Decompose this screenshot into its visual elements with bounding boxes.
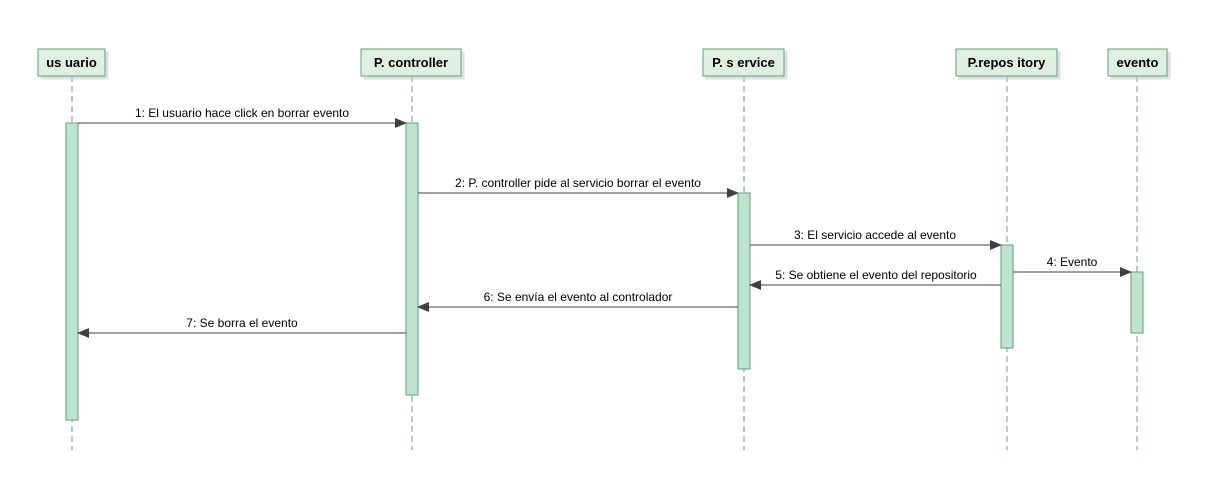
activation-repository <box>1000 244 1014 349</box>
participant-label: P. s ervice <box>712 55 775 70</box>
message-5: 5: Se obtiene el evento del repositorio <box>749 268 1001 290</box>
participant-label: P. controller <box>374 55 448 70</box>
message-label: 5: Se obtiene el evento del repositorio <box>775 268 977 282</box>
participant-repository: P.repos itory <box>955 48 1058 77</box>
message-2: 2: P. controller pide al servicio borrar… <box>418 176 739 198</box>
message-label: 2: P. controller pide al servicio borrar… <box>455 176 701 190</box>
activation-controller <box>405 122 419 396</box>
messages: 1: El usuario hace click en borrar event… <box>77 106 1132 338</box>
lifelines <box>71 76 1138 450</box>
participant-usuario: us uario <box>37 48 106 77</box>
activation-service <box>737 192 751 370</box>
message-6: 6: Se envía el evento al controlador <box>417 290 738 312</box>
message-4: 4: Evento <box>1013 255 1132 277</box>
participant-service: P. s ervice <box>702 48 785 77</box>
activation-usuario <box>65 122 79 421</box>
message-7: 7: Se borra el evento <box>77 316 406 338</box>
activation-evento <box>1130 271 1144 334</box>
participant-label: P.repos itory <box>968 55 1047 70</box>
message-label: 6: Se envía el evento al controlador <box>484 290 673 304</box>
message-1: 1: El usuario hace click en borrar event… <box>78 106 407 128</box>
activations <box>65 122 1144 421</box>
participants: us uario P. controller P. s ervice P.rep… <box>37 48 1168 77</box>
participant-label: evento <box>1117 55 1159 70</box>
message-label: 1: El usuario hace click en borrar event… <box>135 106 349 120</box>
message-3: 3: El servicio accede al evento <box>750 228 1002 250</box>
message-label: 3: El servicio accede al evento <box>794 228 956 242</box>
participant-controller: P. controller <box>360 48 462 77</box>
message-label: 7: Se borra el evento <box>186 316 298 330</box>
message-label: 4: Evento <box>1047 255 1098 269</box>
participant-evento: evento <box>1107 48 1168 77</box>
participant-label: us uario <box>46 55 97 70</box>
